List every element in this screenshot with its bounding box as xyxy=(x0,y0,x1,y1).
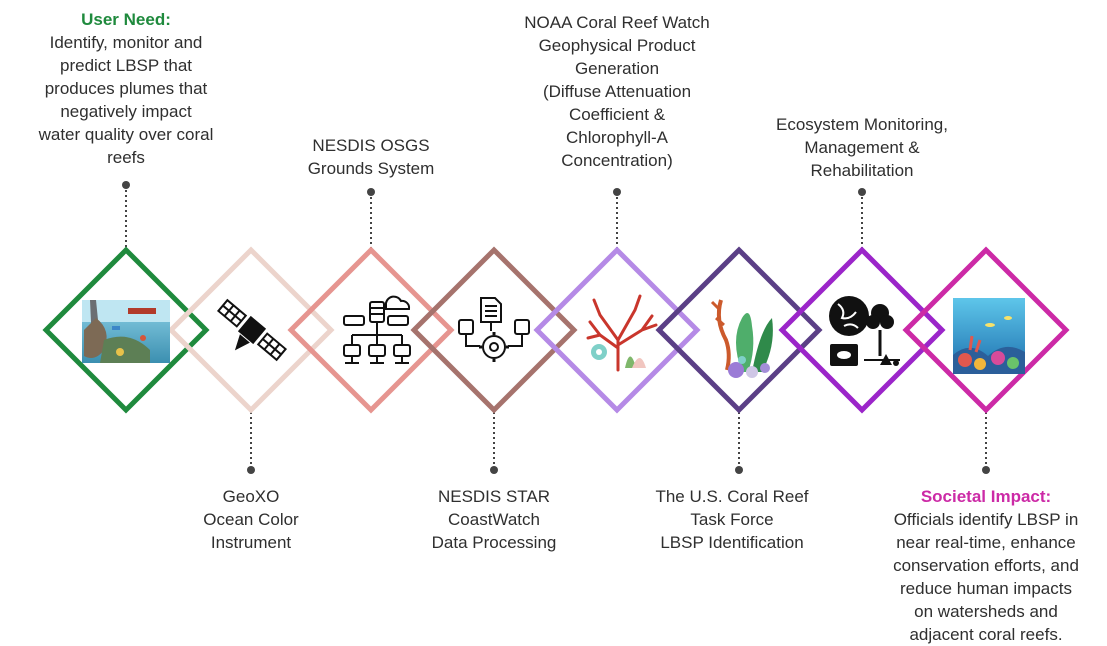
diamond-nesdis-osgs xyxy=(287,246,455,414)
label-geoxo: GeoXO Ocean Color Instrument xyxy=(151,485,351,554)
diamond-ecosystem-monitoring xyxy=(778,246,946,414)
ecosystem-icon xyxy=(829,296,900,366)
label-coral-reef-task-force: The U.S. Coral Reef Task Force LBSP Iden… xyxy=(617,485,847,554)
diamond-geoxo xyxy=(167,246,335,414)
coral-reef-watch-text: NOAA Coral Reef Watch Geophysical Produc… xyxy=(524,13,710,170)
connector-dot-geoxo xyxy=(247,466,255,474)
coral-reef-image xyxy=(953,298,1025,374)
connector-dot-user-need xyxy=(122,181,130,189)
polluted-water-image xyxy=(82,300,170,363)
icon-layer xyxy=(82,294,1025,378)
connector-dot-coral-reef-task-force xyxy=(735,466,743,474)
connector-dot-nesdis-star xyxy=(490,466,498,474)
nesdis-osgs-text: NESDIS OSGS Grounds System xyxy=(307,136,435,178)
connector-lines xyxy=(122,181,990,474)
diamond-chain xyxy=(42,246,1070,414)
nesdis-star-text: NESDIS STAR CoastWatch Data Processing xyxy=(431,487,557,552)
diamond-coral-reef-watch xyxy=(533,246,701,414)
coral-icon xyxy=(586,294,658,372)
server-network-icon xyxy=(343,295,411,364)
user-need-text: Identify, monitor and predict LBSP that … xyxy=(38,33,214,167)
societal-impact-text: Officials identify LBSP in near real-tim… xyxy=(893,510,1079,644)
coral-reef-task-force-text: The U.S. Coral Reef Task Force LBSP Iden… xyxy=(655,487,809,552)
data-processing-icon xyxy=(458,297,530,362)
seaweed-icon xyxy=(710,299,773,378)
ecosystem-monitoring-text: Ecosystem Monitoring, Management & Rehab… xyxy=(776,115,948,180)
label-nesdis-osgs: NESDIS OSGS Grounds System xyxy=(271,134,471,180)
connector-dot-nesdis-osgs xyxy=(367,188,375,196)
label-nesdis-star: NESDIS STAR CoastWatch Data Processing xyxy=(394,485,594,554)
connector-dot-societal-impact xyxy=(982,466,990,474)
satellite-icon xyxy=(216,298,288,362)
label-societal-impact: Societal Impact: Officials identify LBSP… xyxy=(869,485,1103,646)
diamond-coral-reef-task-force xyxy=(655,246,823,414)
connector-dot-coral-reef-watch xyxy=(613,188,621,196)
societal-impact-title: Societal Impact: xyxy=(920,487,1052,506)
diamond-societal-impact xyxy=(902,246,1070,414)
label-coral-reef-watch: NOAA Coral Reef Watch Geophysical Produc… xyxy=(487,11,747,172)
user-need-title: User Need: xyxy=(81,10,171,29)
diamond-user-need xyxy=(42,246,210,414)
label-ecosystem-monitoring: Ecosystem Monitoring, Management & Rehab… xyxy=(737,113,987,182)
label-user-need: User Need: Identify, monitor and predict… xyxy=(2,8,250,169)
diamond-nesdis-star xyxy=(410,246,578,414)
connector-dot-ecosystem-monitoring xyxy=(858,188,866,196)
geoxo-text: GeoXO Ocean Color Instrument xyxy=(203,487,299,552)
